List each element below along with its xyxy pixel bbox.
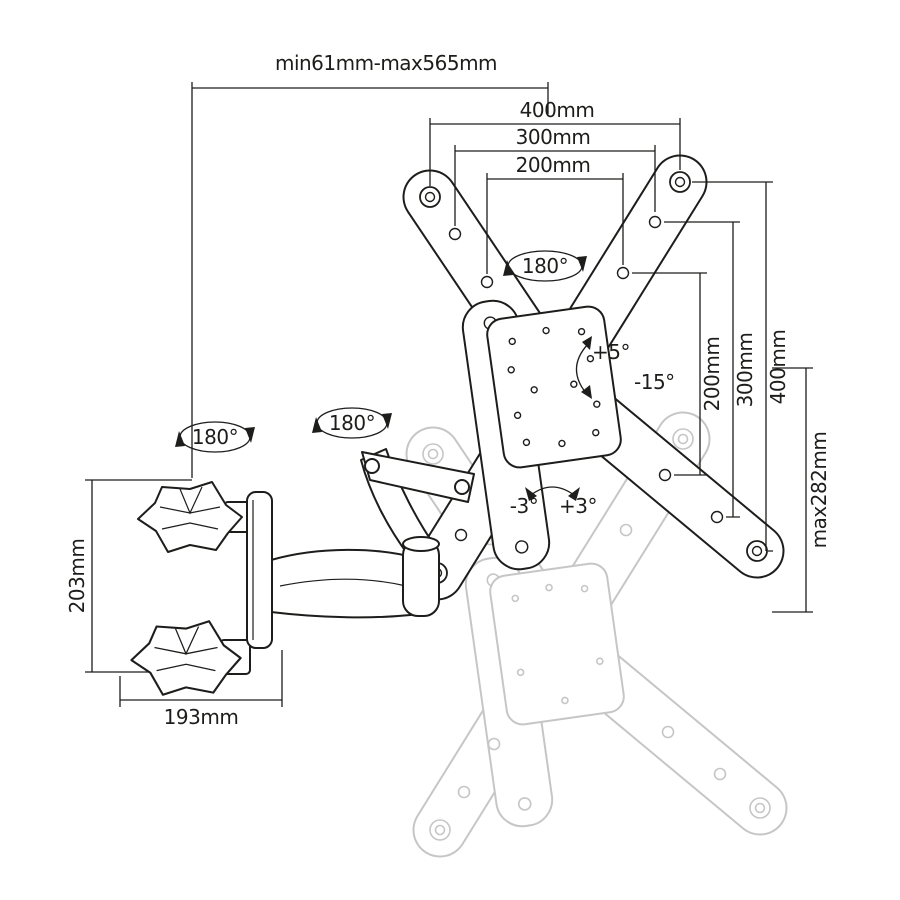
rotate-plate-label: 180° (522, 254, 568, 278)
dim-200-v (632, 272, 707, 476)
arm-depth-label: 193mm (164, 705, 239, 729)
vesa-height-400-label: 400mm (766, 330, 790, 405)
dim-300-h (454, 145, 656, 226)
wall-knob-bottom (130, 620, 242, 696)
dim-300-v (664, 221, 740, 518)
swivel-arrow (530, 486, 575, 496)
dim-203 (85, 479, 192, 673)
dim-max282 (772, 367, 813, 613)
dim-extension-range (191, 82, 549, 478)
vesa-height-300-label: 300mm (733, 333, 757, 408)
rotation-annotations (175, 250, 592, 501)
wall-plate (246, 491, 273, 649)
dim-400-v (692, 181, 773, 552)
swivel-right-label: +3° (559, 494, 597, 518)
swivel-left-label: -3° (510, 494, 538, 518)
dim-400-h (429, 118, 681, 186)
dimension-lines (85, 82, 813, 707)
dimension-labels: min61mm-max565mm 400mm 300mm 200mm 180° … (65, 51, 831, 729)
wall-plate-height-label: 203mm (65, 539, 89, 614)
vesa-width-300-label: 300mm (516, 125, 591, 149)
vesa-width-400-label: 400mm (520, 98, 595, 122)
plate-center (486, 305, 622, 469)
dim-193 (119, 650, 283, 707)
tilt-down-label: -15° (634, 370, 675, 394)
tilt-arrow (575, 343, 589, 394)
link-pivot (364, 458, 380, 474)
wall-mount-arm (130, 448, 475, 696)
rotate-elbow-label: 180° (329, 411, 375, 435)
wall-knob-top (137, 481, 243, 553)
tilt-up-label: +5° (592, 340, 630, 364)
extension-range-label: min61mm-max565mm (275, 51, 497, 75)
vesa-plate (402, 154, 785, 601)
vesa-width-200-label: 200mm (516, 153, 591, 177)
dim-200-h (486, 173, 624, 274)
rotate-wall-label: 180° (192, 425, 238, 449)
vesa-height-200-label: 200mm (700, 337, 724, 412)
height-adjust-label: max282mm (807, 432, 831, 549)
